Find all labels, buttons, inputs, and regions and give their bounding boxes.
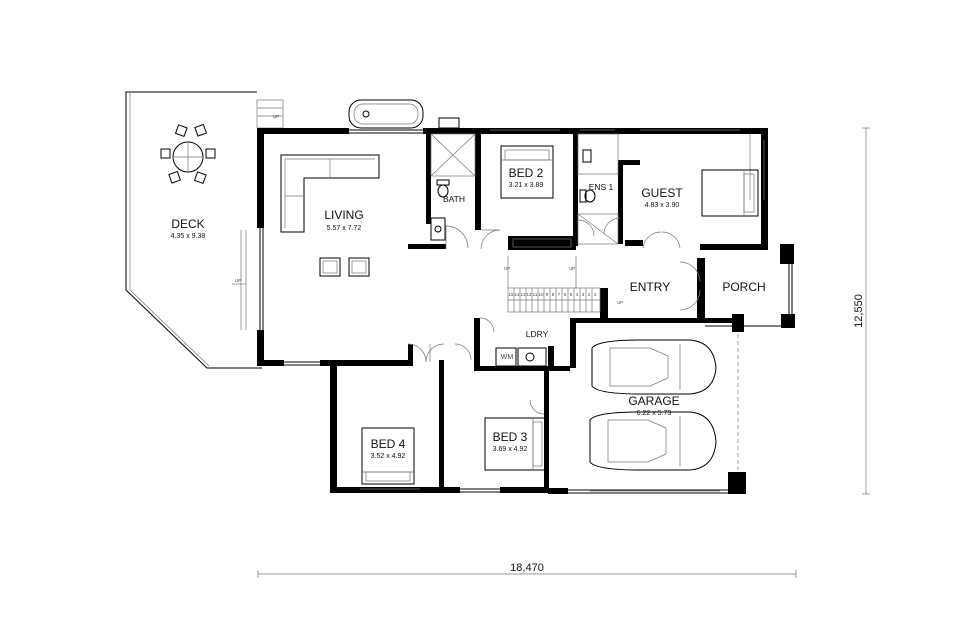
walls xyxy=(257,128,795,494)
bath-fixtures xyxy=(430,133,476,241)
laundry-fixtures xyxy=(495,347,547,367)
stair-number: 1 xyxy=(594,292,597,297)
bed2-size: 3.21 x 3.89 xyxy=(509,182,544,189)
depth-dimension: 12,550 xyxy=(853,127,870,495)
stair-up-label-right: UP xyxy=(569,266,575,271)
stair-number: 14 xyxy=(514,292,520,297)
width-dimension: 18,470 xyxy=(257,562,797,578)
stair-number: 2 xyxy=(588,292,591,297)
stair-number: 8 xyxy=(552,292,555,297)
wm-label: WM xyxy=(501,354,514,361)
deck-label: DECK xyxy=(171,217,204,231)
stair-number: 5 xyxy=(570,292,573,297)
stair-up-label-left: UP xyxy=(504,266,510,271)
doors xyxy=(407,217,701,415)
deck-area: UP UP xyxy=(125,91,284,369)
ldry-label: LDRY xyxy=(526,329,549,339)
bed4-label: BED 4 xyxy=(371,437,406,451)
bathtub xyxy=(348,99,460,129)
bed3-size: 3.69 x 4.92 xyxy=(493,446,528,453)
stair-number: 4 xyxy=(576,292,579,297)
guest-label: GUEST xyxy=(641,186,683,200)
overall-width-label: 18,470 xyxy=(510,562,544,574)
porch-label: PORCH xyxy=(722,280,765,294)
stair-number: 7 xyxy=(558,292,561,297)
garage-cars xyxy=(589,339,717,471)
windows xyxy=(283,129,765,492)
garage-size: 6.22 x 5.73 xyxy=(637,410,672,417)
entry-label: ENTRY xyxy=(630,280,670,294)
stair-number: 13 xyxy=(520,292,526,297)
deck-up-label: UP xyxy=(235,278,241,283)
stair-number: 6 xyxy=(564,292,567,297)
stair-number: 12 xyxy=(526,292,532,297)
living-sofa xyxy=(280,154,380,233)
bath-label: BATH xyxy=(443,194,465,204)
bed3-bed xyxy=(484,417,546,471)
living-armchairs xyxy=(319,257,370,277)
stair-number: 3 xyxy=(582,292,585,297)
stair-up-label-entry: UP xyxy=(617,300,623,305)
bed3-label: BED 3 xyxy=(493,430,528,444)
outdoor-dining-table xyxy=(160,123,216,185)
deck-size: 4.35 x 9.38 xyxy=(171,233,206,240)
bed4-bed xyxy=(361,427,415,485)
bed2-bed xyxy=(500,145,554,199)
garage-label: GARAGE xyxy=(628,394,679,408)
guest-bed xyxy=(701,169,759,217)
stair-number: 11 xyxy=(533,292,538,297)
living-label: LIVING xyxy=(324,208,363,222)
bed2-label: BED 2 xyxy=(509,166,544,180)
ens1-label: ENS 1 xyxy=(589,182,614,192)
ensuite-fixtures xyxy=(577,133,619,245)
guest-size: 4.83 x 3.90 xyxy=(645,202,680,209)
step-up-label: UP xyxy=(273,114,279,119)
stair-number: 9 xyxy=(546,292,549,297)
room-labels: DECK 4.35 x 9.38 LIVING 5.57 x 7.72 BATH… xyxy=(171,166,766,460)
stair-number: 15 xyxy=(508,292,514,297)
stair-number: 10 xyxy=(538,292,544,297)
overall-depth-label: 12,550 xyxy=(853,294,865,328)
bed4-size: 3.52 x 4.92 xyxy=(371,453,406,460)
living-size: 5.57 x 7.72 xyxy=(327,225,362,232)
